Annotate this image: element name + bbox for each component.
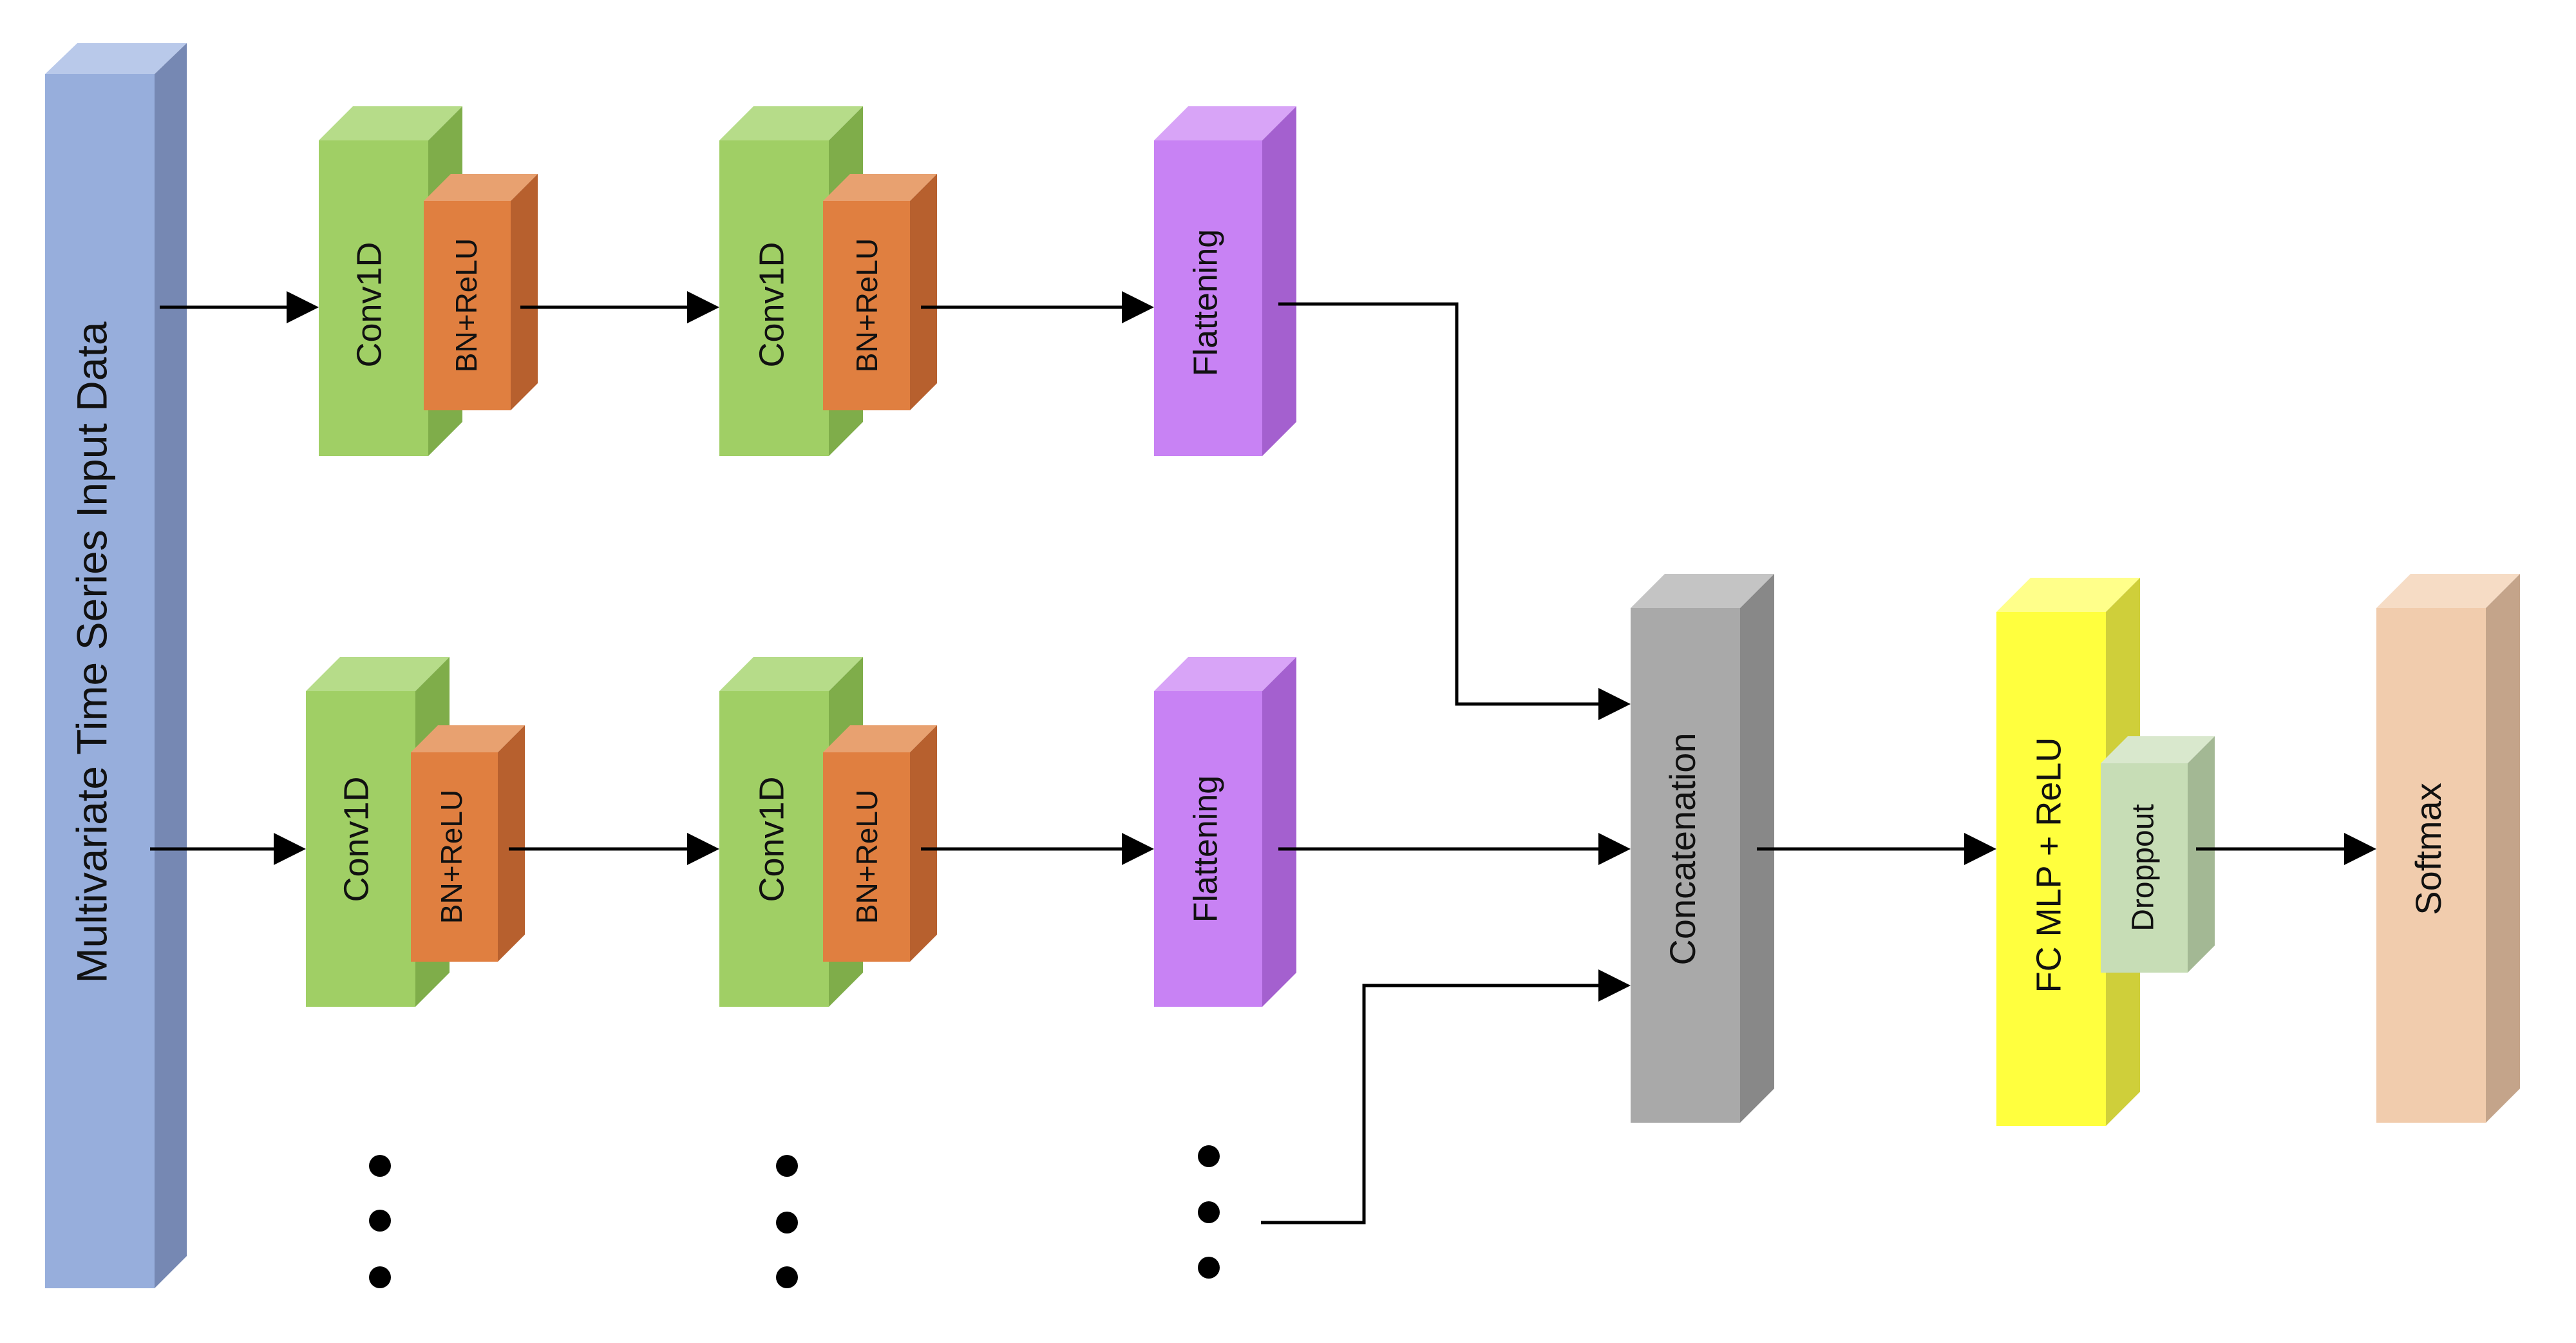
ellipsis-column-conv1 bbox=[369, 1155, 391, 1288]
conv-block-front bbox=[306, 691, 415, 1007]
fc-block: FC MLP + ReLU Droppout bbox=[1996, 578, 2215, 1126]
conv-block-front bbox=[319, 140, 428, 456]
flatten-label: Flattening bbox=[1188, 229, 1225, 376]
ellipsis-dot bbox=[1198, 1257, 1220, 1279]
ellipsis-dot bbox=[776, 1266, 798, 1288]
ellipsis-dot bbox=[1198, 1145, 1220, 1167]
concat-block: Concatenation bbox=[1631, 574, 1774, 1123]
bn-label: BN+ReLU bbox=[435, 790, 468, 924]
ellipsis-dot bbox=[776, 1155, 798, 1177]
softmax-block-front bbox=[2376, 608, 2486, 1123]
arrow-more-branches-to-concat bbox=[1261, 969, 1631, 1224]
ellipsis-column-flatten bbox=[1198, 1145, 1220, 1279]
dropout-block-top bbox=[2101, 736, 2215, 763]
bn-block-front bbox=[823, 752, 910, 962]
input-label: Multivariate Time Series Input Data bbox=[68, 321, 115, 983]
flatten-block-side bbox=[1262, 657, 1296, 1007]
conv-label: Conv1D bbox=[350, 242, 388, 367]
bn-block-front bbox=[411, 752, 498, 962]
conv-block-top bbox=[306, 657, 450, 691]
flatten-block-side bbox=[1262, 106, 1296, 456]
fc-label: FC MLP + ReLU bbox=[2029, 738, 2068, 993]
concat-block-front bbox=[1631, 608, 1740, 1123]
ellipsis-dot bbox=[776, 1212, 798, 1233]
flatten-block-top bbox=[1154, 106, 1296, 140]
bn-label: BN+ReLU bbox=[850, 238, 884, 372]
conv-label: Conv1D bbox=[337, 776, 375, 902]
concat-block-top bbox=[1631, 574, 1774, 608]
conv-block-top bbox=[719, 106, 863, 140]
flatten-block-top bbox=[1154, 657, 1296, 691]
branch2-conv2-block: Conv1D BN+ReLU bbox=[719, 657, 937, 1007]
fc-block-front bbox=[1996, 612, 2106, 1126]
fc-block-top bbox=[1996, 578, 2140, 612]
concat-label: Concatenation bbox=[1662, 732, 1703, 965]
bn-block-top bbox=[823, 174, 937, 201]
conv-label: Conv1D bbox=[752, 242, 791, 367]
branch1-flatten-block: Flattening bbox=[1154, 106, 1296, 456]
softmax-label: Softmax bbox=[2408, 783, 2448, 915]
flatten-block-front bbox=[1154, 140, 1262, 456]
branch2-flatten-block: Flattening bbox=[1154, 657, 1296, 1007]
conv-block-front bbox=[719, 691, 829, 1007]
softmax-block-side bbox=[2486, 574, 2520, 1123]
input-block-top bbox=[45, 43, 187, 74]
branch2-conv1-block: Conv1D BN+ReLU bbox=[306, 657, 525, 1007]
ellipsis-dot bbox=[1198, 1201, 1220, 1223]
bn-block-side bbox=[498, 725, 525, 962]
bn-block-top bbox=[424, 174, 538, 201]
ellipsis-dot bbox=[369, 1266, 391, 1288]
dropout-block-side bbox=[2188, 736, 2215, 973]
bn-block-front bbox=[823, 201, 910, 410]
conv-block-top bbox=[719, 657, 863, 691]
softmax-block: Softmax bbox=[2376, 574, 2520, 1123]
ellipsis-dot bbox=[369, 1155, 391, 1177]
bn-label: BN+ReLU bbox=[850, 790, 884, 924]
flatten-block-front bbox=[1154, 691, 1262, 1007]
bn-block-side bbox=[910, 725, 937, 962]
input-block-front bbox=[45, 74, 155, 1288]
bn-block-side bbox=[910, 174, 937, 410]
dropout-block-front bbox=[2101, 763, 2188, 973]
conv-label: Conv1D bbox=[752, 776, 791, 902]
branch1-conv2-block: Conv1D BN+ReLU bbox=[719, 106, 937, 456]
flatten-label: Flattening bbox=[1188, 776, 1225, 922]
bn-block-top bbox=[411, 725, 525, 752]
input-block-side bbox=[155, 43, 187, 1288]
conv-block-top bbox=[319, 106, 462, 140]
bn-block-top bbox=[823, 725, 937, 752]
branch1-conv1-block: Conv1D BN+ReLU bbox=[319, 106, 538, 456]
bn-block-front bbox=[424, 201, 511, 410]
conv-block-front bbox=[719, 140, 829, 456]
ellipsis-column-conv2 bbox=[776, 1155, 798, 1288]
arrow-b1flatten-to-concat bbox=[1278, 302, 1631, 720]
dropout-label: Droppout bbox=[2126, 804, 2161, 931]
softmax-block-top bbox=[2376, 574, 2520, 608]
bn-block-side bbox=[511, 174, 538, 410]
input-block: Multivariate Time Series Input Data bbox=[45, 43, 187, 1288]
ellipsis-dot bbox=[369, 1210, 391, 1232]
bn-label: BN+ReLU bbox=[450, 238, 483, 372]
